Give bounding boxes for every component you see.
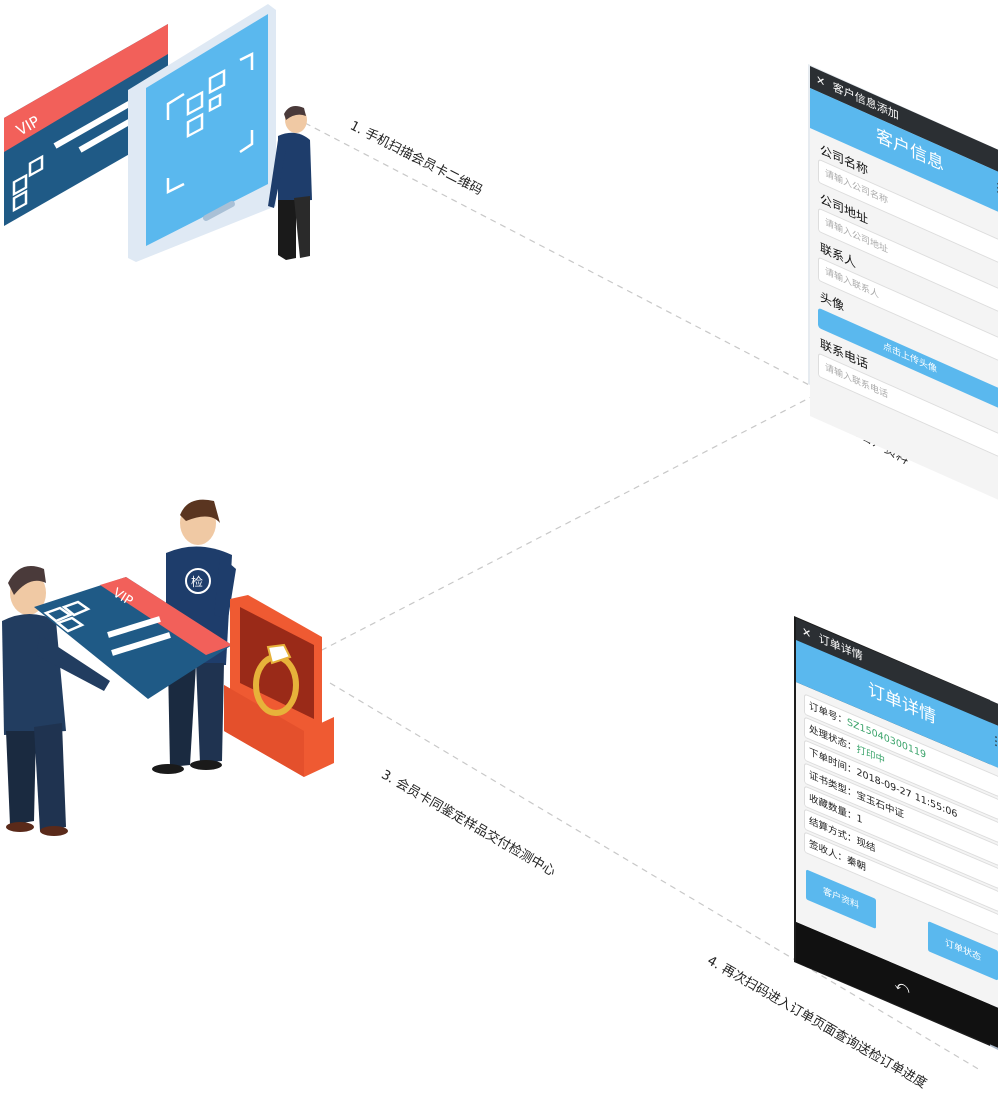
- quantity-value: 1: [856, 812, 863, 827]
- scan-illustration: VIP: [4, 4, 312, 262]
- handover-illustration: 检 VIP: [2, 499, 334, 836]
- close-icon[interactable]: ✕: [802, 624, 812, 642]
- connector-2: [321, 394, 816, 651]
- phone-device: [128, 4, 276, 262]
- back-icon[interactable]: ⤺: [894, 975, 910, 999]
- qr-scan-icon: [166, 51, 254, 195]
- ring-box: [224, 595, 334, 777]
- qr-code-icon: [12, 154, 44, 213]
- ring-icon: [253, 643, 299, 716]
- person-scanning: [268, 106, 312, 260]
- settlement-value: 现结: [856, 835, 876, 855]
- connector-1: [304, 122, 816, 389]
- vip-card-large: VIP: [34, 577, 232, 699]
- signer-value: 秦朝: [847, 854, 867, 874]
- menu-icon[interactable]: ⋮: [990, 731, 998, 751]
- connector-3: [329, 682, 981, 1071]
- qr-code-icon-large: [43, 600, 91, 633]
- inspector-badge: 检: [191, 574, 203, 589]
